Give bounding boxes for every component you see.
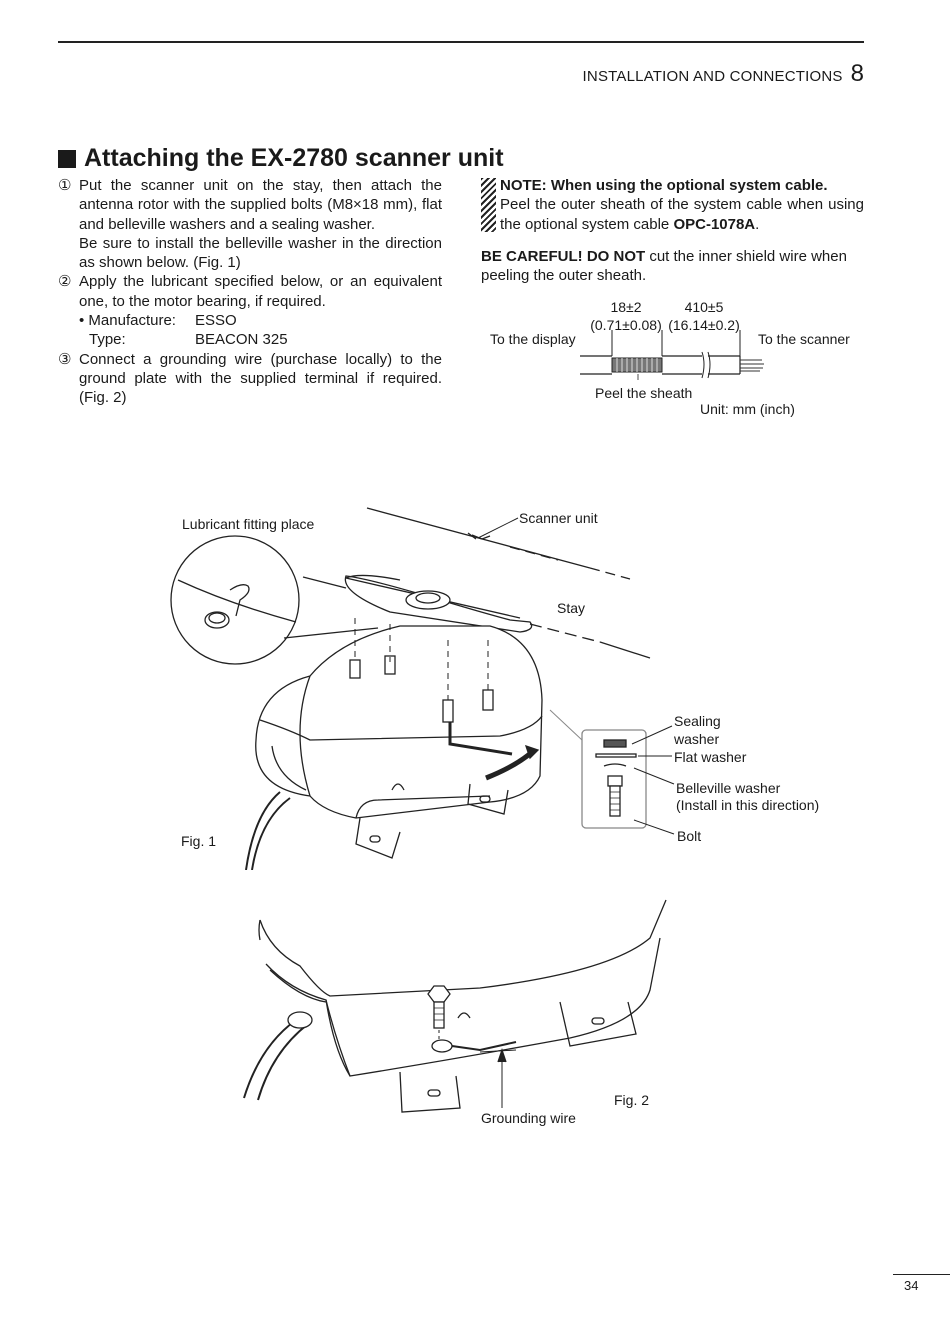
step-2-marker: ② <box>58 273 72 291</box>
instruction-steps: ① Put the scanner unit on the stay, then… <box>58 176 442 408</box>
type-value: BEACON 325 <box>195 331 288 349</box>
type-label: Type: <box>89 331 126 349</box>
caution-body: cut the inner shield wire when peeling t… <box>481 248 847 285</box>
type-row: Type: BEACON 325 <box>58 330 442 349</box>
page-title-text: Attaching the EX-2780 scanner unit <box>84 144 504 172</box>
lubricant-label: Lubricant fitting place <box>182 516 315 532</box>
sealing-washer-label-2: washer <box>674 731 720 747</box>
manufacturer-value: ESSO <box>195 312 237 330</box>
note-body-text: Peel the outer sheath of the system cabl… <box>500 196 864 233</box>
step-3-marker: ③ <box>58 350 72 368</box>
scanner-unit-label: Scanner unit <box>519 510 598 526</box>
step-1-marker: ① <box>58 177 72 194</box>
note-body: Peel the outer sheath of the system cabl… <box>500 195 864 234</box>
sealing-washer-label: Sealing <box>674 713 721 729</box>
note-body-suffix: . <box>755 215 760 233</box>
dim1-inch-label: (0.71±0.08) <box>590 317 662 333</box>
step-1: ① Put the scanner unit on the stay, then… <box>58 176 442 234</box>
belleville-note-label: (Install in this direction) <box>676 797 820 813</box>
peel-sheath-label: Peel the sheath <box>595 385 693 401</box>
fig2-caption: Fig. 2 <box>614 1092 650 1108</box>
step-3-text: Connect a grounding wire (purchase local… <box>79 350 442 407</box>
note-heading: NOTE: When using the optional system cab… <box>500 177 828 194</box>
step-3: ③ Connect a grounding wire (purchase loc… <box>58 350 442 408</box>
manufacturer-row: • Manufacture: ESSO <box>58 311 442 330</box>
step-1-note: Be sure to install the belleville washer… <box>79 234 442 272</box>
to-display-label: To the display <box>490 331 576 347</box>
bolt-label: Bolt <box>677 828 702 844</box>
dim2-inch-label: (16.14±0.2) <box>668 317 740 333</box>
note-hatch-icon <box>481 178 496 232</box>
dim2-label: 410±5 <box>684 299 724 315</box>
manufacturer-label: • Manufacture: <box>79 312 176 330</box>
note-cable-name: OPC-1078A <box>673 215 756 233</box>
to-scanner-label: To the scanner <box>758 331 850 347</box>
belleville-washer-label: Belleville washer <box>676 780 781 796</box>
flat-washer-label: Flat washer <box>674 749 747 765</box>
fig1-illustration <box>170 507 675 870</box>
header-rule <box>58 41 864 43</box>
dim1-label: 18±2 <box>610 299 642 315</box>
footer-rule <box>893 1274 950 1275</box>
running-header: INSTALLATION AND CONNECTIONS 8 <box>583 60 864 88</box>
step-1-text: Put the scanner unit on the stay, then a… <box>79 177 442 233</box>
stay-label: Stay <box>557 600 586 616</box>
section-title: INSTALLATION AND CONNECTIONS <box>582 68 843 85</box>
step-2-text: Apply the lubricant specified below, or … <box>79 273 442 310</box>
step-2: ② Apply the lubricant specified below, o… <box>58 272 442 311</box>
note-box: NOTE: When using the optional system cab… <box>481 176 864 234</box>
square-bullet-icon <box>58 149 76 168</box>
caution-text: BE CAREFUL! DO NOT cut the inner shield … <box>481 247 864 286</box>
page-title: Attaching the EX-2780 scanner unit <box>58 144 504 173</box>
grounding-wire-label: Grounding wire <box>481 1110 576 1126</box>
cable-illustration <box>580 330 764 380</box>
caution-emphasis: BE CAREFUL! DO NOT <box>481 248 646 265</box>
fig2-illustration <box>243 899 667 1113</box>
section-number: 8 <box>850 60 864 87</box>
page-number: 34 <box>904 1278 919 1293</box>
fig1-caption: Fig. 1 <box>181 833 217 849</box>
unit-label: Unit: mm (inch) <box>700 401 795 417</box>
